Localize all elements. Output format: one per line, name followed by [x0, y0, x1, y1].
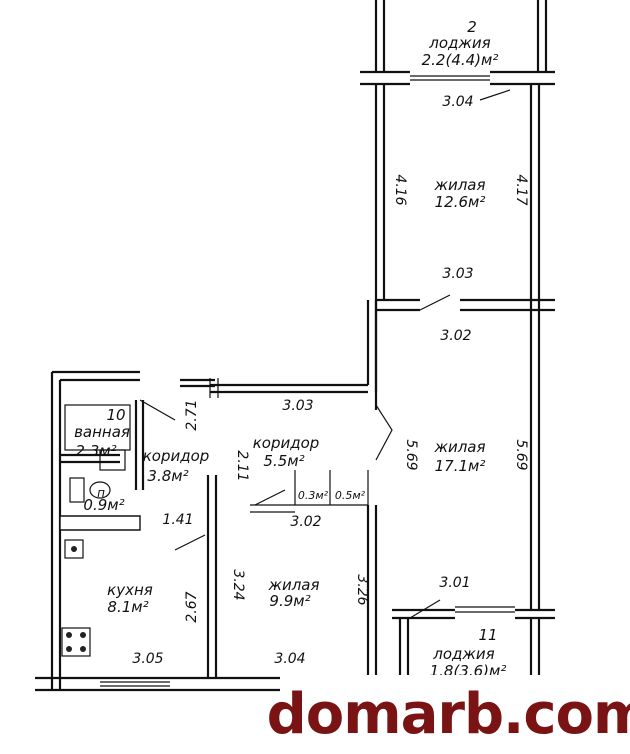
corridor-small-name: коридор [143, 447, 210, 465]
dimension-label: 3.04 [274, 651, 305, 667]
stove-icon [61, 627, 91, 657]
dimension-label: 5.69 [403, 439, 419, 470]
living-bottom-name: жилая [267, 576, 319, 594]
dimension-label: 3.26 [354, 574, 370, 605]
loggia-top-area: 2.2(4.4)м² [422, 51, 499, 69]
dimension-label: 3.05 [132, 651, 163, 667]
dimension-label: 3.04 [442, 94, 473, 110]
bathroom-area: 2.3м² [75, 442, 116, 460]
bathtub-icon [64, 404, 131, 471]
loggia-top-name: лоджия [428, 34, 490, 52]
wc-name: п. [97, 486, 109, 500]
kitchen-area: 8.1м² [107, 598, 148, 616]
dimension-label: 3.01 [439, 575, 470, 591]
loggia-top-number: 2 [467, 18, 477, 36]
dimension-label: 5.69 [513, 439, 529, 470]
dimension-label: 1.41 [162, 512, 193, 528]
corridor-big-name: коридор [253, 434, 320, 452]
loggia-bottom-name: лоджия [432, 645, 494, 663]
closet-b-area: 0.5м² [335, 489, 366, 502]
corridor-small-area: 3.8м² [147, 467, 188, 485]
bathroom-number: 10 [106, 406, 125, 424]
watermark: domarb.com [267, 675, 630, 754]
living-bottom-area: 9.9м² [269, 592, 310, 610]
dimension-label: 4.16 [392, 174, 408, 205]
living-mid-area: 17.1м² [435, 457, 486, 475]
loggia-bottom-number: 11 [478, 626, 497, 644]
wc-area: 0.9м² [83, 496, 124, 514]
living-top-name: жилая [433, 176, 485, 194]
dimension-label: 4.17 [513, 174, 529, 205]
dimension-label: 3.24 [230, 569, 246, 600]
bathroom-name: ванная [74, 423, 130, 441]
dimension-label: 3.02 [290, 514, 321, 530]
dimension-label: 3.02 [440, 328, 471, 344]
dimension-label: 2.71 [184, 399, 200, 430]
dimension-label: 2.11 [234, 450, 250, 481]
watermark-text: domarb.com [266, 682, 630, 747]
dimension-label: 2.67 [184, 591, 200, 622]
sink-icon [64, 539, 84, 559]
kitchen-name: кухня [107, 581, 153, 599]
living-mid-name: жилая [433, 438, 485, 456]
living-top-area: 12.6м² [435, 193, 486, 211]
dimension-label: 3.03 [282, 398, 313, 414]
toilet-icon [69, 477, 111, 503]
dimension-label: 3.03 [442, 266, 473, 282]
corridor-big-area: 5.5м² [263, 452, 304, 470]
closet-a-area: 0.3м² [298, 489, 329, 502]
walls [35, 0, 555, 692]
